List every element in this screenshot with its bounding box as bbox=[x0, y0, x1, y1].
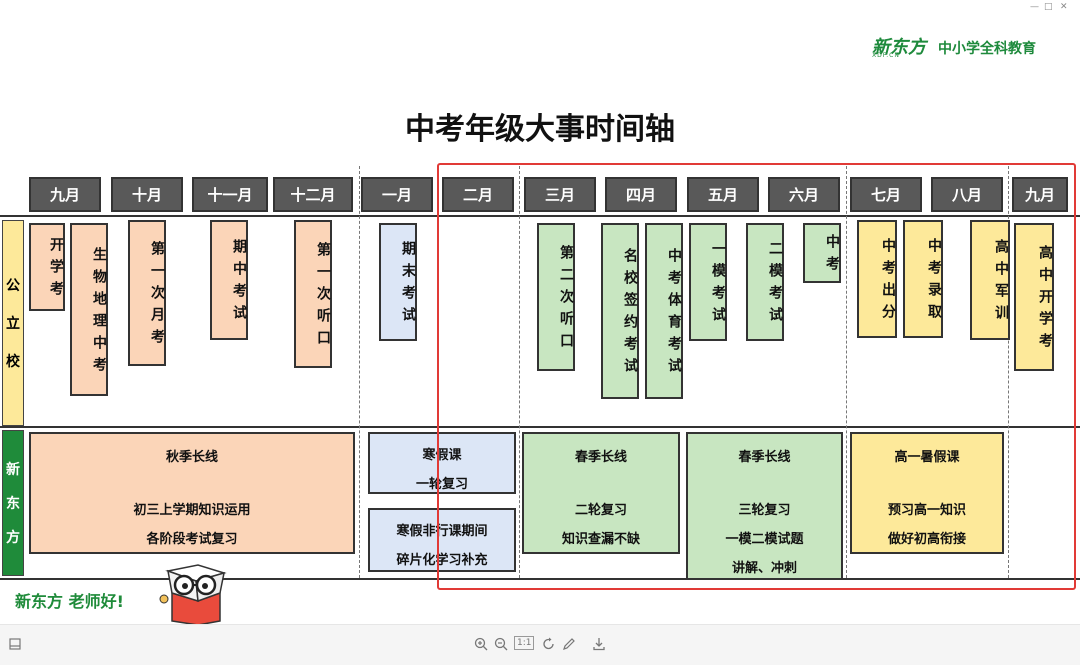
download-icon[interactable] bbox=[592, 637, 606, 651]
month-header: 十二月 bbox=[273, 177, 353, 212]
row-label-char: 新 bbox=[6, 459, 20, 479]
edit-icon[interactable] bbox=[562, 637, 576, 651]
semester-divider bbox=[359, 166, 360, 578]
zoom-out-icon[interactable] bbox=[494, 637, 508, 651]
maximize-icon[interactable]: □ bbox=[1044, 2, 1053, 12]
course-title: 秋季长线 bbox=[166, 446, 218, 465]
row-label-char: 校 bbox=[6, 351, 20, 371]
viewer-toolbar: 1:1 bbox=[0, 624, 1080, 665]
row-label-public-school: 公 立 校 bbox=[2, 220, 24, 426]
event-box: 第一次月考 bbox=[128, 220, 166, 366]
month-header: 十一月 bbox=[192, 177, 268, 212]
event-box: 生物地理中考 bbox=[70, 223, 108, 396]
event-box: 第一次听口 bbox=[294, 220, 332, 368]
window-icon[interactable] bbox=[9, 638, 21, 650]
brand-logo: 新东方 XDF.CN 中小学全科教育 bbox=[872, 33, 1036, 55]
mascot-book-icon bbox=[158, 563, 232, 625]
zoom-in-icon[interactable] bbox=[474, 637, 488, 651]
row-label-char: 立 bbox=[6, 313, 20, 333]
row-label-char: 东 bbox=[6, 493, 20, 513]
brand-logo-subtext: XDF.CN bbox=[872, 52, 900, 59]
month-header: 十月 bbox=[111, 177, 183, 212]
page-title: 中考年级大事时间轴 bbox=[0, 104, 1080, 148]
brand-tagline: 中小学全科教育 bbox=[938, 38, 1036, 58]
event-box: 期末考试 bbox=[379, 223, 417, 341]
course-autumn: 秋季长线 初三上学期知识运用 各阶段考试复习 bbox=[29, 432, 355, 554]
highlight-frame bbox=[437, 163, 1076, 590]
row-label-xdf: 新 东 方 bbox=[2, 430, 24, 576]
event-box: 开学考 bbox=[29, 223, 65, 311]
course-line: 各阶段考试复习 bbox=[146, 528, 237, 547]
minimize-icon[interactable]: — bbox=[1030, 2, 1039, 12]
rotate-icon[interactable] bbox=[542, 637, 556, 651]
greeting-text: 新东方 老师好! bbox=[15, 588, 124, 612]
course-line: 初三上学期知识运用 bbox=[133, 499, 250, 518]
actual-size-button[interactable]: 1:1 bbox=[514, 636, 534, 650]
row-label-char: 公 bbox=[6, 275, 20, 295]
month-header: 九月 bbox=[29, 177, 101, 212]
close-icon[interactable]: ✕ bbox=[1060, 2, 1068, 12]
month-header: 一月 bbox=[361, 177, 433, 212]
event-box: 期中考试 bbox=[210, 220, 248, 340]
row-label-char: 方 bbox=[6, 527, 20, 547]
